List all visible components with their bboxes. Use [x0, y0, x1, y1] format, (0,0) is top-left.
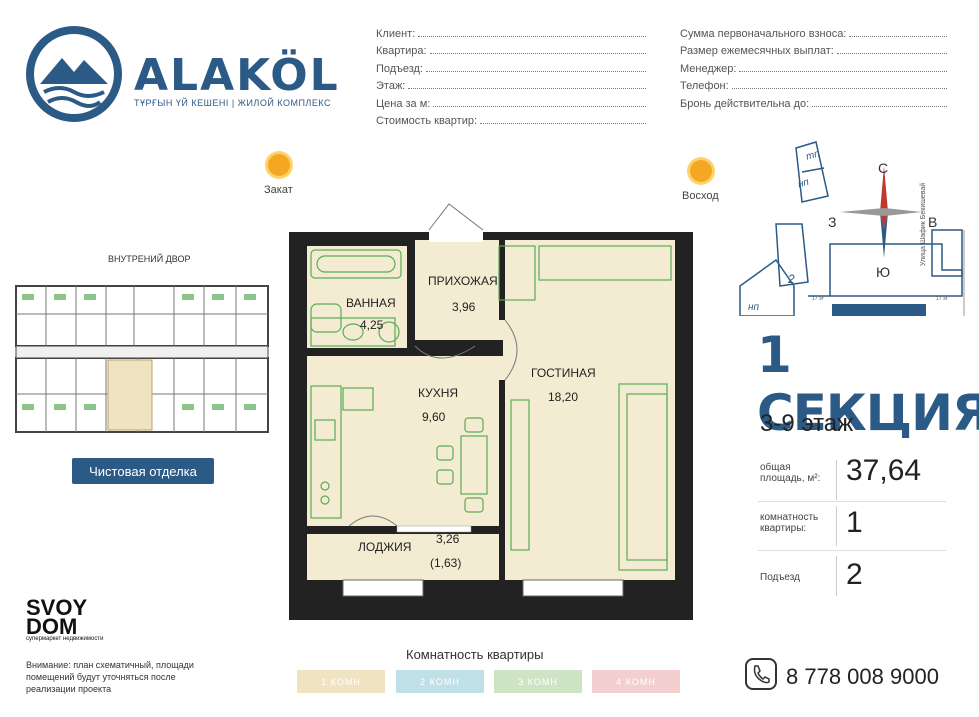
site-label-street: Улица Шафик Бекишевай — [920, 182, 927, 266]
site-map — [739, 141, 965, 316]
stat-rooms-value: 1 — [846, 506, 863, 539]
form-left: Клиент: Квартира: Подъезд: Этаж: Цена за… — [376, 22, 646, 127]
room-bath-area: 4,25 — [360, 318, 384, 332]
room-living-name: ГОСТИНАЯ — [531, 366, 596, 380]
sunrise-icon — [690, 160, 712, 182]
room-bath-name: ВАННАЯ — [346, 296, 396, 310]
form-field-phone[interactable]: Телефон: — [680, 75, 947, 92]
site-label-np2: нп — [748, 302, 760, 313]
form-field-manager[interactable]: Менеджер: — [680, 57, 947, 75]
finish-button[interactable]: Чистовая отделка — [72, 458, 214, 484]
room-chip-1[interactable]: 1 КОМН — [297, 670, 385, 693]
contact-phone[interactable]: 8 778 008 9000 — [786, 664, 939, 689]
compass-w: З — [828, 214, 837, 230]
compass-n: С — [878, 160, 889, 176]
form-field-monthly[interactable]: Размер ежемесячных выплат: — [680, 40, 947, 57]
floor-overview — [14, 284, 270, 434]
svoy-line1: SVOY — [26, 595, 88, 620]
svoy-line2: DOM — [26, 614, 78, 639]
room-hall-name: ПРИХОЖАЯ — [428, 274, 498, 288]
form-right: Сумма первоначального взноса: Размер еже… — [680, 22, 947, 110]
room-chip-3[interactable]: 3 КОМН — [494, 670, 582, 693]
stat-entrance-label: Подъезд — [760, 572, 800, 583]
form-field-down-payment[interactable]: Сумма первоначального взноса: — [680, 22, 947, 40]
floor-plan-title: ВНУТРЕНИЙ ДВОР — [108, 254, 191, 264]
stat-entrance-value: 2 — [846, 558, 863, 591]
sunset-icon — [268, 154, 290, 176]
brand-name: ALAKÖL — [134, 50, 340, 101]
site-label-d2: 17 эт — [936, 296, 948, 302]
svoy-logo: SVOY DOM — [26, 595, 88, 639]
room-kitchen-area: 9,60 — [422, 410, 446, 424]
section-floors: 3-9 этаж — [760, 410, 854, 437]
section-title: 1 СЕКЦИЯ — [757, 326, 979, 442]
room-loggia-name: ЛОДЖИЯ — [358, 540, 412, 554]
brand-subtitle: ТҰРҒЫН ҮЙ КЕШЕНІ | ЖИЛОЙ КОМПЛЕКС — [134, 98, 331, 108]
form-field-price[interactable]: Цена за м: — [376, 92, 646, 110]
room-hall-area: 3,96 — [452, 300, 476, 314]
site-label-d1: 17 эт — [812, 296, 824, 302]
form-field-floor[interactable]: Этаж: — [376, 75, 646, 92]
stat-area-label: общая площадь, м²: — [760, 462, 821, 484]
form-field-apartment[interactable]: Квартира: — [376, 40, 646, 57]
room-kitchen-name: КУХНЯ — [418, 386, 459, 400]
compass-e: В — [928, 214, 938, 230]
room-chip-2[interactable]: 2 КОМН — [396, 670, 484, 693]
phone-icon — [745, 658, 777, 690]
compass-s: Ю — [876, 264, 891, 280]
rooms-legend-title: Комнатность квартиры — [406, 647, 544, 662]
form-field-cost[interactable]: Стоимость квартир: — [376, 110, 646, 127]
apartment-plan — [289, 203, 693, 620]
sunset-label: Закат — [264, 184, 293, 196]
room-loggia-area-sub: (1,63) — [430, 556, 462, 570]
disclaimer-note: Внимание: план схематичный, площади поме… — [26, 660, 194, 694]
logo-icon — [26, 26, 122, 122]
form-field-client[interactable]: Клиент: — [376, 22, 646, 40]
room-living-area: 18,20 — [548, 390, 579, 404]
room-chip-4[interactable]: 4 КОМН — [592, 670, 680, 693]
room-loggia-area: 3,26 — [436, 532, 460, 546]
form-field-entrance[interactable]: Подъезд: — [376, 57, 646, 75]
stat-rooms-label: комнатность квартиры: — [760, 512, 819, 534]
svoy-sub: супермаркет недвижимости — [26, 636, 104, 642]
stat-area-value: 37,64 — [846, 454, 922, 487]
form-field-booking[interactable]: Бронь действительна до: — [680, 92, 947, 110]
site-label-num: 2 — [788, 272, 795, 286]
sunrise-label: Восход — [682, 190, 719, 202]
